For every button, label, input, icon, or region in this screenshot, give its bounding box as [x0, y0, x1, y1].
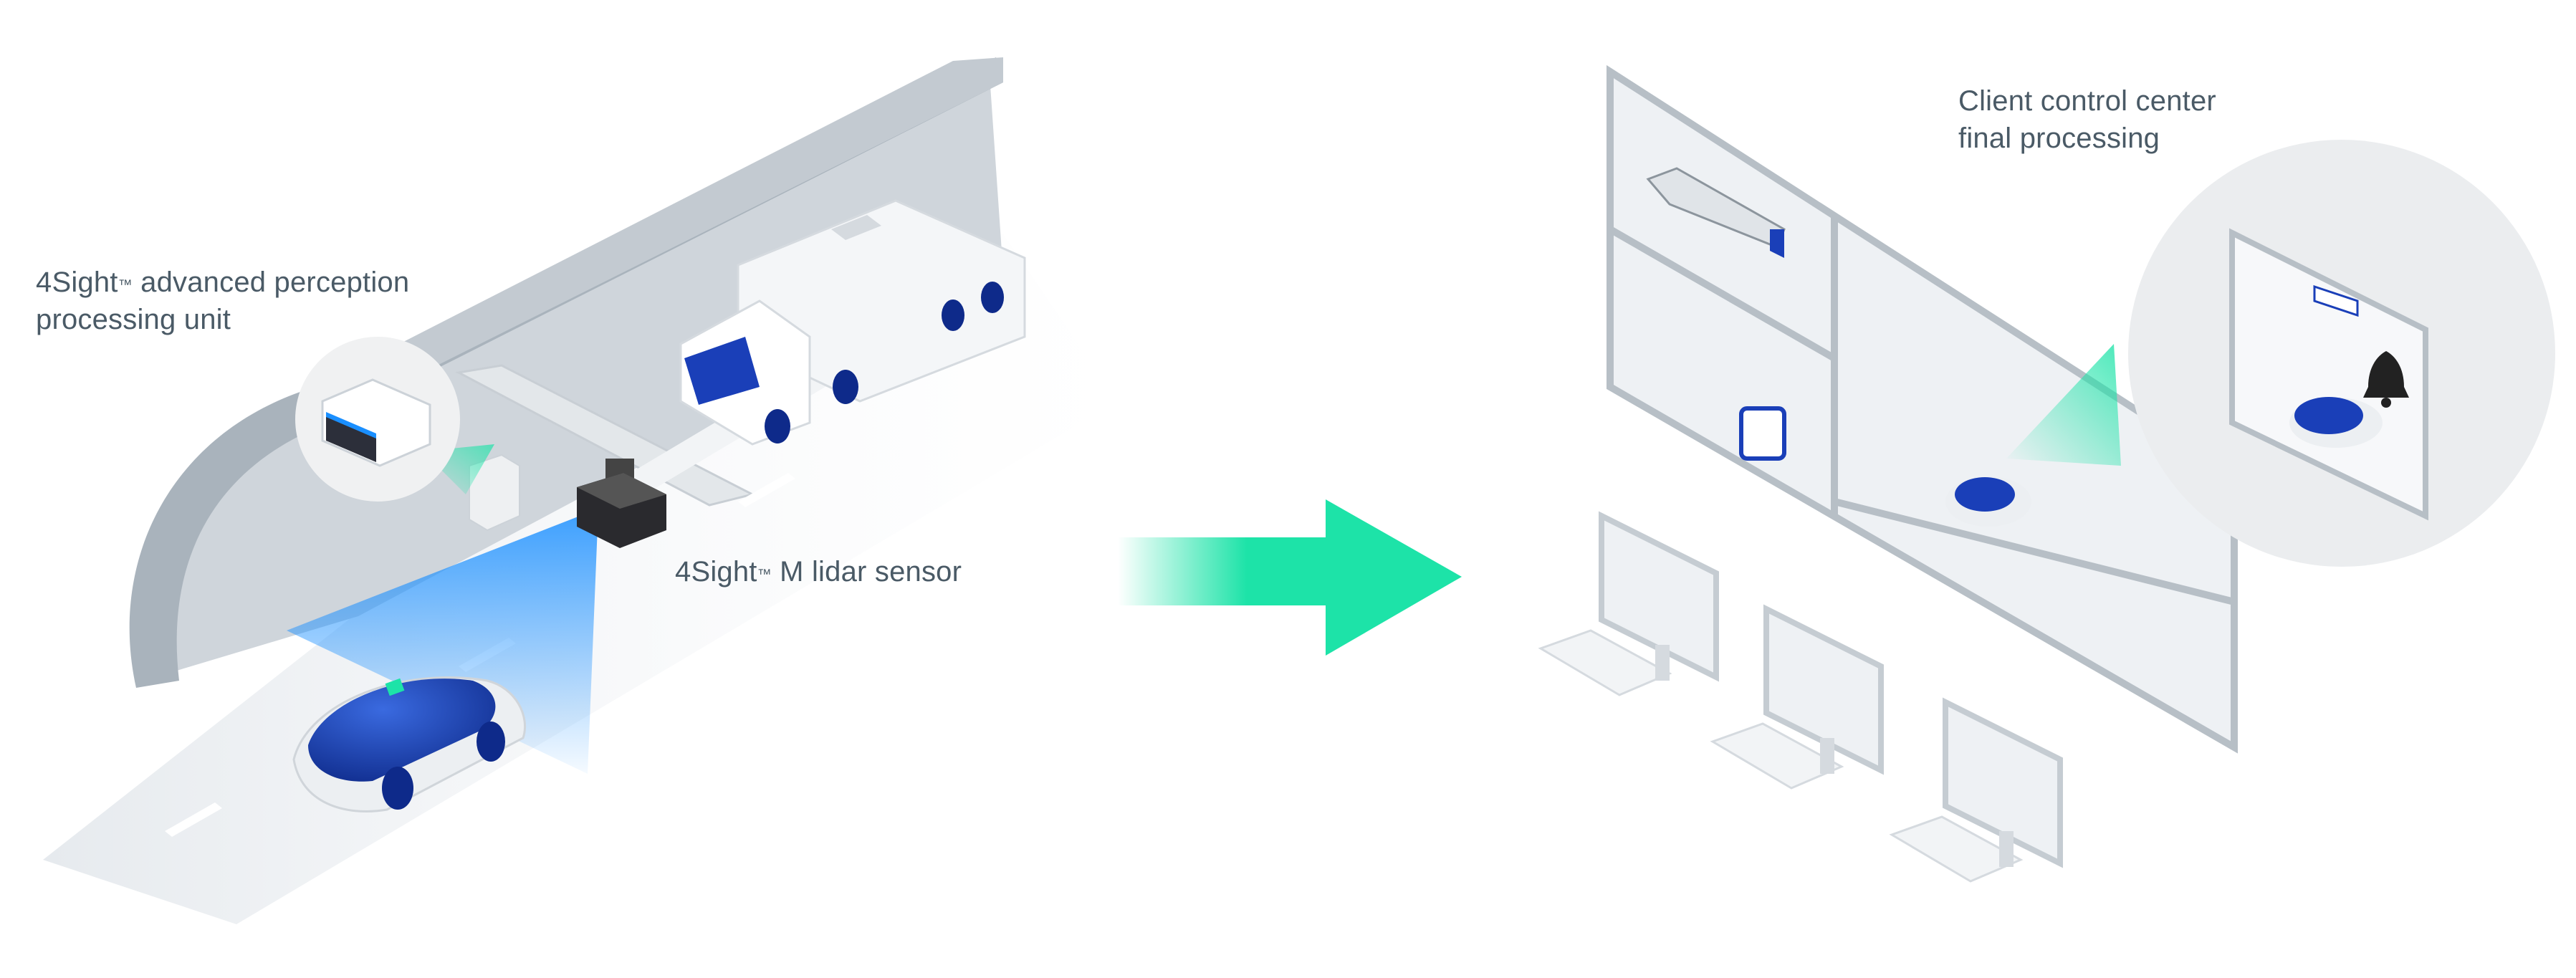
trademark: ™: [118, 277, 133, 293]
control-center-label: Client control center final processing: [1958, 82, 2216, 157]
lidar-sensor: [577, 459, 666, 548]
trademark: ™: [757, 567, 772, 583]
tunnel-roof: [315, 57, 1003, 401]
label-text: final processing: [1958, 123, 2160, 154]
lidar-sensor-label: 4Sight™ M lidar sensor: [675, 553, 962, 590]
detection-beam: [2006, 344, 2121, 466]
label-text: processing unit: [36, 304, 231, 335]
label-text: M lidar sensor: [771, 556, 962, 588]
screen-car: [1945, 476, 2031, 527]
label-text: advanced perception: [132, 267, 410, 298]
screen-truck: [1646, 167, 1786, 258]
control-center-scene: [1538, 64, 2555, 883]
monitor-workstation-1: [1538, 511, 1719, 696]
processing-unit-label: 4Sight™ advanced perception processing un…: [36, 264, 409, 338]
tunnel-scene: [43, 57, 1118, 924]
alert-bell-icon: [2363, 351, 2409, 398]
label-text: 4Sight: [675, 556, 757, 588]
tunnel-wall: [141, 64, 1004, 681]
screen-van: [1739, 406, 1786, 461]
car: [292, 676, 527, 812]
label-text: 4Sight: [36, 267, 118, 298]
processing-unit-callout: [295, 337, 494, 502]
truck: [679, 199, 1026, 446]
zoom-callout: [2128, 140, 2555, 567]
label-text: Client control center: [1958, 85, 2216, 117]
flow-arrow: [1118, 499, 1462, 656]
monitor-workstation-3: [1889, 697, 2063, 883]
monitor-workstation-2: [1710, 604, 1884, 790]
roadside-cabinet: [469, 454, 520, 532]
